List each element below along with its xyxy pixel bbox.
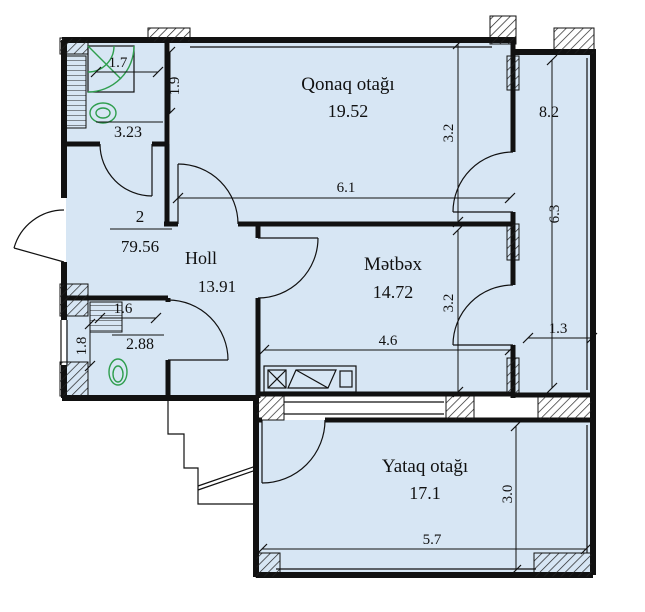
- column-hatch: [533, 552, 593, 578]
- column-hatch: [489, 15, 517, 45]
- labels: Qonaq otağı 19.52 6.1 3.2 Mətbəx 14.72 4…: [74, 55, 567, 548]
- kitchen-door-icon: [257, 237, 319, 299]
- kitchen-name: Mətbəx: [364, 254, 423, 275]
- living-room-area: [170, 42, 513, 224]
- dim-bathroom-width: 1.7: [109, 55, 128, 71]
- column-hatch: [59, 361, 89, 397]
- entry-door-icon: [13, 209, 65, 263]
- dim-kitchen-width: 4.6: [379, 333, 398, 349]
- column-hatch: [506, 357, 520, 395]
- bedroom-name: Yataq otağı: [382, 456, 468, 477]
- column-hatch: [255, 552, 281, 578]
- room-fills: [66, 42, 593, 575]
- dim-bathroom-height: 1.9: [167, 77, 183, 96]
- kitchen-area: [258, 224, 513, 396]
- stove-icon: [263, 365, 357, 393]
- balcony-door-living-icon: [452, 151, 514, 213]
- dim-wc-width: 1.6: [114, 301, 133, 317]
- column-hatch: [255, 395, 285, 421]
- balcony-door-kitchen-icon: [452, 284, 514, 346]
- dim-balcony-width: 1.3: [549, 321, 568, 337]
- shaft-hatch: [65, 55, 87, 129]
- wc-door-icon: [167, 299, 229, 361]
- shaft-hatch: [89, 301, 123, 333]
- bathroom-door-icon: [99, 143, 153, 197]
- dim-balcony-length: 6.3: [547, 205, 563, 224]
- dimension-lines: [84, 38, 598, 576]
- hall-name: Holl: [185, 248, 217, 268]
- column-hatch: [506, 223, 520, 261]
- column-hatch: [147, 27, 191, 43]
- column-hatch: [59, 37, 89, 55]
- column-hatch: [59, 283, 89, 317]
- dim-living-height: 3.2: [441, 124, 457, 143]
- bedroom-area-value: 17.1: [409, 483, 441, 503]
- dim-bedroom-height: 3.0: [500, 485, 516, 504]
- dim-wc-height: 1.8: [74, 337, 90, 356]
- unit-number: 2: [136, 207, 145, 226]
- dim-bedroom-width: 5.7: [423, 532, 442, 548]
- columns: [59, 15, 595, 578]
- kitchen-area-value: 14.72: [373, 282, 414, 302]
- column-hatch: [553, 27, 595, 55]
- column-hatch: [537, 395, 593, 421]
- wc-area-value: 2.88: [126, 336, 154, 353]
- toilet-icon: [108, 358, 128, 386]
- living-room-name: Qonaq otağı: [301, 74, 394, 95]
- living-room-door-icon: [177, 163, 239, 225]
- doors: [13, 143, 514, 484]
- stair-steps: [167, 400, 257, 505]
- shower-icon: [87, 45, 135, 93]
- bedroom-door-icon: [261, 419, 326, 484]
- balcony-area-value: 8.2: [539, 104, 559, 121]
- windows: [60, 46, 588, 570]
- column-hatch: [506, 55, 520, 91]
- dim-kitchen-height: 3.2: [441, 294, 457, 313]
- hall-area-value: 13.91: [198, 277, 236, 296]
- bathroom-area-value: 3.23: [114, 124, 142, 141]
- sink-icon: [89, 102, 117, 124]
- total-area-value: 79.56: [121, 237, 159, 256]
- living-room-area-value: 19.52: [328, 101, 369, 121]
- dim-living-width: 6.1: [337, 180, 356, 196]
- fixtures: [87, 45, 357, 393]
- column-hatch: [445, 395, 475, 421]
